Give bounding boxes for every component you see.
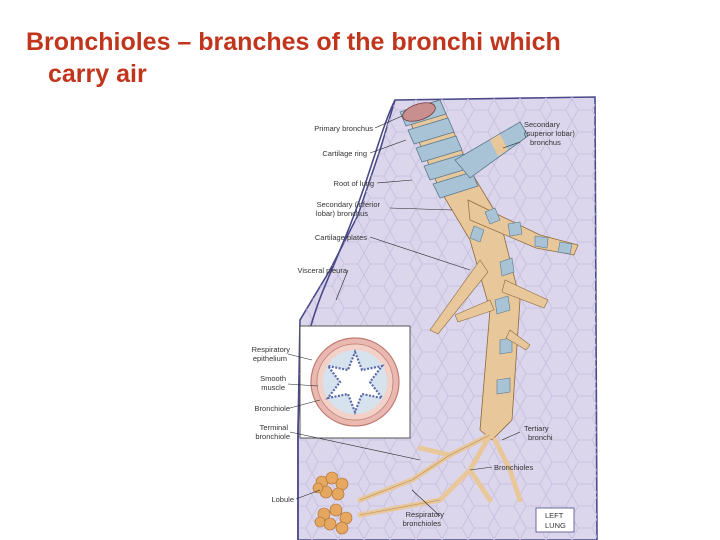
label-smooth-muscle-2: muscle bbox=[261, 383, 285, 392]
slide-title: Bronchioles – branches of the bronchi wh… bbox=[26, 26, 686, 90]
label-left-lung-1: LEFT bbox=[545, 511, 564, 520]
bronchial-tree bbox=[312, 99, 579, 535]
label-cartilage-ring: Cartilage ring bbox=[322, 149, 367, 158]
lobule-clusters bbox=[312, 471, 353, 535]
label-terminal-bronchiole-1: Terminal bbox=[260, 423, 289, 432]
label-respiratory-bronchioles-2: bronchioles bbox=[403, 519, 442, 528]
label-lobule: Lobule bbox=[271, 495, 294, 504]
label-bronchioles: Bronchioles bbox=[494, 463, 533, 472]
label-secondary-superior-3: bronchus bbox=[530, 138, 561, 147]
label-smooth-muscle-1: Smooth bbox=[260, 374, 286, 383]
label-cartilage-plates: Cartilage plates bbox=[315, 233, 367, 242]
label-respiratory-epithelium-2: epithelium bbox=[253, 354, 287, 363]
label-primary-bronchus: Primary bronchus bbox=[314, 124, 373, 133]
label-secondary-superior-1: Secondary bbox=[524, 120, 560, 129]
label-root-of-lung: Root of lung bbox=[334, 179, 374, 188]
label-tertiary-bronchi-1: Tertiary bbox=[524, 424, 549, 433]
title-line-2: carry air bbox=[48, 60, 147, 88]
label-leaders bbox=[287, 115, 521, 517]
label-bronchiole: Bronchiole bbox=[255, 404, 290, 413]
label-respiratory-epithelium-1: Respiratory bbox=[252, 345, 291, 354]
label-secondary-superior-2: (superior lobar) bbox=[524, 129, 575, 138]
label-secondary-inferior-1: Secondary (inferior bbox=[317, 200, 381, 209]
label-tertiary-bronchi-2: bronchi bbox=[528, 433, 553, 442]
label-respiratory-bronchioles-1: Respiratory bbox=[406, 510, 445, 519]
label-terminal-bronchiole-2: bronchiole bbox=[255, 432, 290, 441]
label-left-lung-2: LUNG bbox=[545, 521, 566, 530]
label-secondary-inferior-2: lobar) bronchus bbox=[316, 209, 368, 218]
label-visceral-pleura: Visceral pleura bbox=[298, 266, 348, 275]
diagram-labels: Primary bronchus Cartilage ring Root of … bbox=[252, 120, 575, 533]
bronchiole-cross-section-inset bbox=[299, 325, 411, 439]
title-line-1: Bronchioles – branches of the bronchi wh… bbox=[26, 28, 561, 56]
left-lung-tag bbox=[535, 507, 575, 533]
